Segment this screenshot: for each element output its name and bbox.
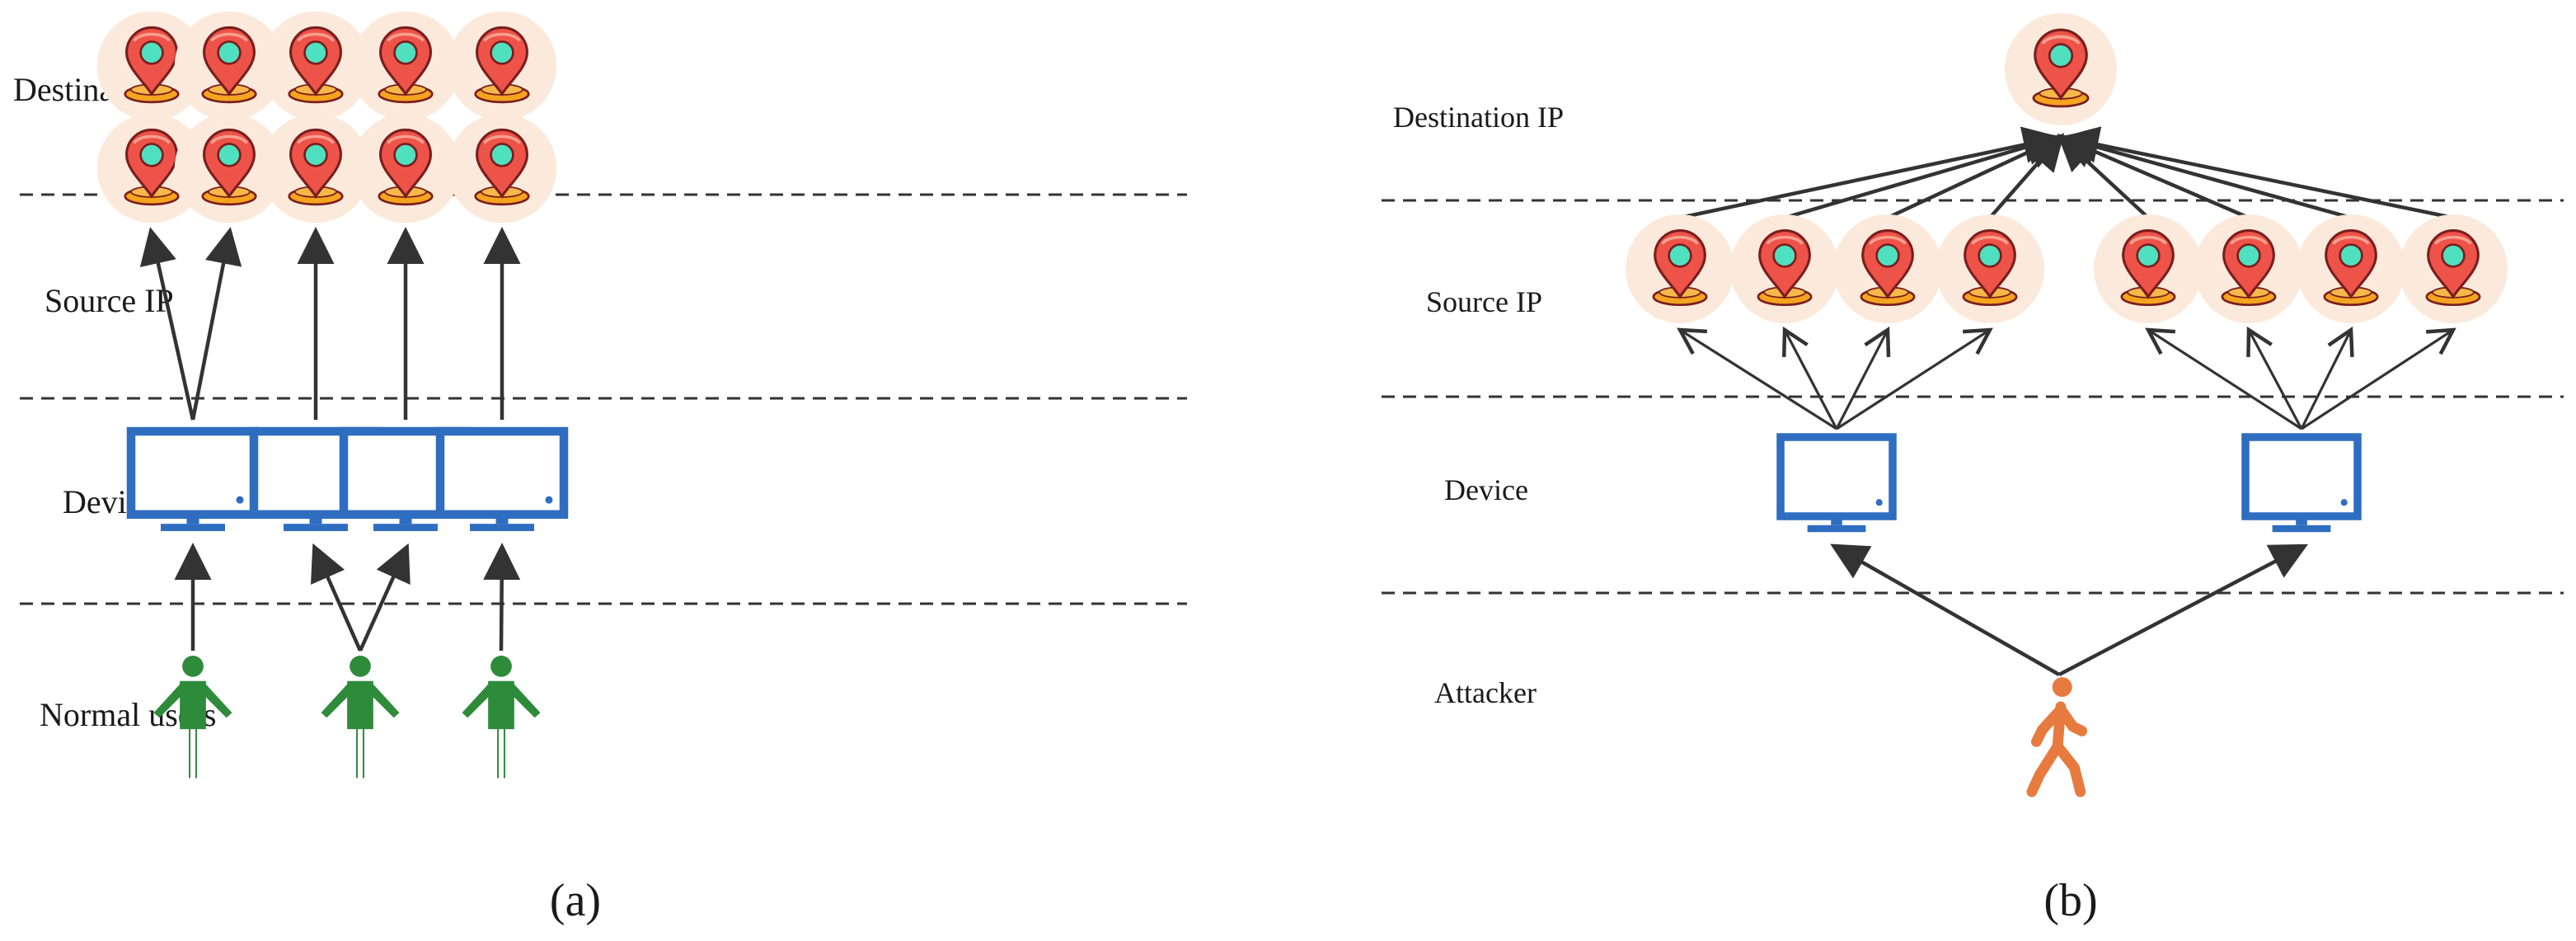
arrow-device-to-source [2301,327,2456,431]
location-pin-icon [378,26,434,104]
arrow-device-to-source [190,227,242,421]
location-pin-icon [378,128,434,206]
location-pin-icon [2120,229,2176,307]
source-ip-node [350,113,461,223]
monitor-icon [126,426,260,531]
location-pin-icon [2221,229,2277,307]
walking-person-icon [2026,677,2088,797]
panel-b: Destination IP Source IP Device Attacker… [1382,13,2564,926]
location-pin-icon [2425,229,2481,307]
source-ip-node [2399,214,2508,323]
panel-b-devices [1776,433,2362,533]
normal-user-node [321,656,400,779]
arrow-device-to-source [139,227,195,421]
source-ip-node [2094,214,2203,323]
panel-a-devices [126,426,569,531]
arrow-device-to-source [2300,326,2354,430]
panel-a-separators [20,193,1187,605]
arrow-user-to-device [483,543,521,652]
person-icon [462,656,541,779]
arrow-source-to-destination [1679,126,2061,220]
arrow-device-to-source [2246,326,2303,430]
panel-b-attackers [2026,677,2088,797]
person-icon [321,656,400,779]
destination-ip-node [96,11,207,121]
person-icon [153,656,232,779]
source-ip-node [1936,214,2044,323]
location-pin-icon [2323,229,2379,307]
arrow-user-to-device [310,543,363,652]
location-pin-icon [288,128,344,206]
arrow-device-to-source [1781,326,1838,430]
arrow-source-to-destination [1988,133,2065,219]
destination-ip-node [2005,13,2117,125]
location-pin-icon [1757,229,1813,307]
monitor-icon [435,426,569,531]
source-ip-node [1626,214,1734,323]
arrow-user-to-device [358,543,411,652]
arrow-source-to-destination [2058,133,2250,220]
panel-b-caption: (b) [2043,875,2097,926]
arrow-device-to-source [2145,327,2302,431]
normal-user-node [462,656,541,779]
location-pin-icon [124,128,180,206]
source-ip-node [2297,214,2405,323]
destination-ip-node [174,11,284,121]
monitor-icon [1776,433,1897,533]
arrow-device-to-source [1835,326,1891,430]
attacker-node [2026,677,2088,797]
panel-a-caption: (a) [550,875,601,926]
panel-a-normal-users [153,656,541,779]
panel-b-source-ips [1626,214,2508,323]
location-pin-icon [201,128,257,206]
arrow-device-to-source [1677,327,1837,431]
panel-a-source-ips [96,113,557,223]
panel-a-label-source-ip: Source IP [45,282,174,319]
panel-b-destination-ips [2005,13,2117,125]
location-pin-icon [1652,229,1708,307]
panel-b-label-destination-ip: Destination IP [1393,101,1564,134]
location-pin-icon [1860,229,1916,307]
device-node [435,426,569,531]
device-node [1776,433,1897,533]
source-ip-node [447,113,557,223]
monitor-icon [2241,433,2362,533]
panel-a-destination-ips [96,11,557,121]
arrow-device-to-source [1836,327,1993,431]
location-pin-icon [124,26,180,104]
arrow-attacker-to-device [1830,543,2061,676]
normal-user-node [153,656,232,779]
arrow-source-to-destination [2061,126,2454,220]
location-pin-icon [474,128,530,206]
panel-b-label-attacker: Attacker [1434,676,1537,709]
location-pin-icon [474,26,530,104]
arrow-source-to-destination [1784,129,2062,220]
device-node [2241,433,2362,533]
panel-b-label-device: Device [1444,473,1528,506]
source-ip-node [1730,214,1839,323]
panel-b-label-source-ip: Source IP [1426,285,1542,318]
source-ip-node [2194,214,2303,323]
location-pin-icon [2032,28,2090,108]
panel-b-arrows [1677,126,2456,676]
destination-ip-node [350,11,461,121]
panel-a: Destination IP Source IP Device Normal u… [13,11,1187,926]
arrow-source-to-destination [2059,128,2352,220]
source-ip-node [1833,214,1942,323]
arrow-source-to-destination [1887,134,2064,220]
panel-b-separators [1382,199,2564,595]
location-pin-icon [201,26,257,104]
destination-ip-node [447,11,557,121]
source-ip-node [174,113,284,223]
device-node [126,426,260,531]
location-pin-icon [1962,229,2018,307]
destination-ip-node [260,11,371,121]
location-pin-icon [288,26,344,104]
source-ip-node [96,113,207,223]
source-ip-node [260,113,371,223]
arrow-attacker-to-device [2058,543,2308,676]
